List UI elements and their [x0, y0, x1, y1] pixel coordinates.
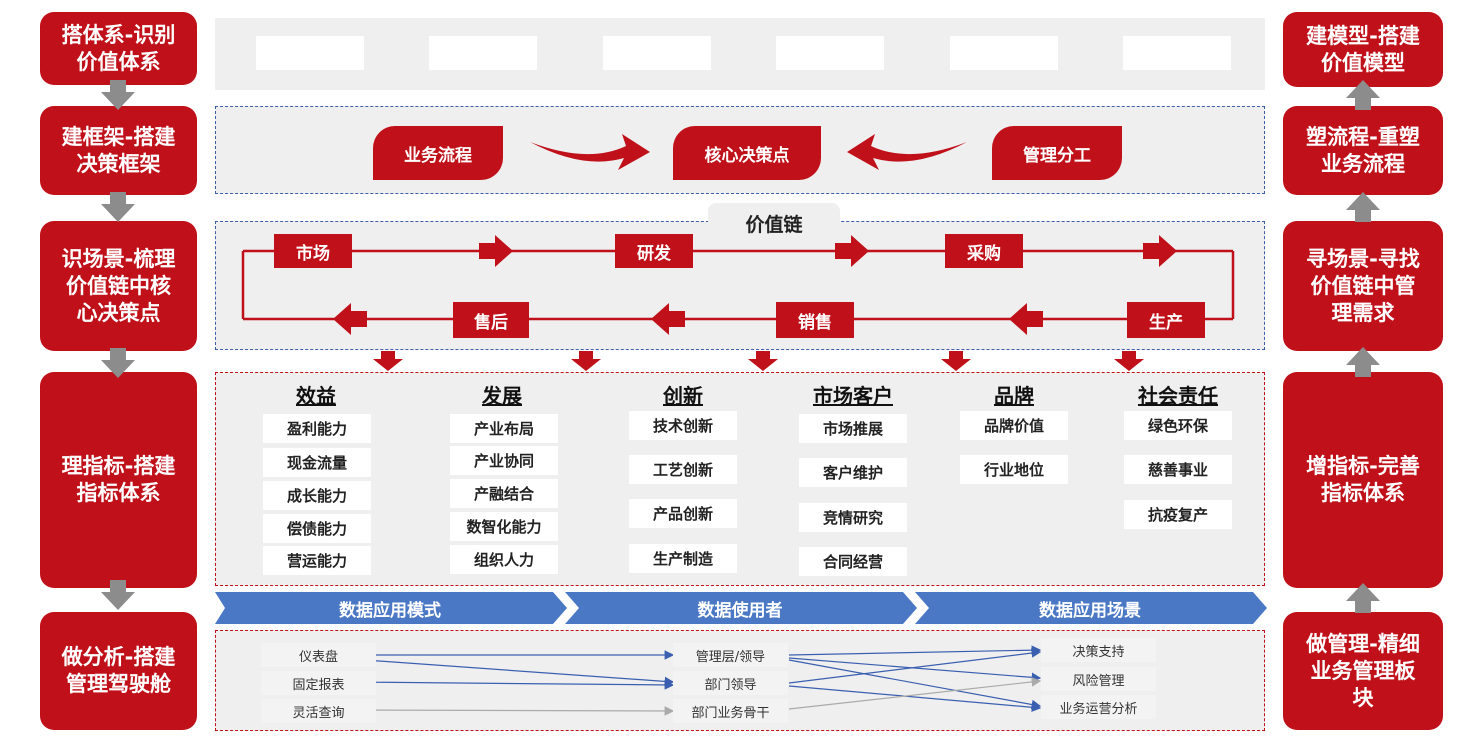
indicator-category-title: 社会责任: [1138, 384, 1218, 408]
down-arrow-icon: [101, 80, 135, 110]
down-arrow-icon: [101, 580, 135, 610]
indicator-category-title: 品牌: [994, 384, 1034, 408]
indicator-item: 技术创新: [629, 411, 737, 440]
indicator-item: 抗疫复产: [1124, 500, 1232, 529]
core-decision-node: 核心决策点: [673, 126, 821, 180]
indicator-item: 现金流量: [263, 448, 371, 477]
indicator-item: 绿色环保: [1124, 411, 1232, 440]
indicator-item: 行业地位: [960, 455, 1068, 484]
blank-box: [429, 36, 537, 70]
down-arrow-icon: [1114, 351, 1144, 371]
indicator-item: 成长能力: [263, 481, 371, 510]
up-arrow-icon: [1346, 192, 1380, 222]
value-chain-loop: [241, 235, 1235, 335]
right-step-2: 塑流程-重塑 业务流程: [1283, 106, 1443, 195]
down-arrow-icon: [101, 192, 135, 222]
business-process-node: 业务流程: [373, 126, 503, 180]
left-step-3: 识场景-梳理 价值链中核 心决策点: [40, 221, 197, 351]
flow-user-box: 部门领导: [673, 671, 788, 695]
right-step-1: 建模型-搭建 价值模型: [1283, 12, 1443, 87]
indicator-item: 生产制造: [629, 544, 737, 573]
indicator-item: 数智化能力: [450, 512, 558, 541]
left-step-5: 做分析-搭建 管理驾驶舱: [40, 612, 197, 730]
indicator-item: 合同经营: [799, 547, 907, 576]
chain-node-purchase: 采购: [945, 234, 1023, 268]
blank-box: [1123, 36, 1231, 70]
indicator-category-title: 创新: [663, 384, 703, 408]
top-placeholder-bar: [215, 18, 1265, 90]
flow-user-box: 管理层/领导: [673, 643, 788, 667]
right-step-4: 增指标-完善 指标体系: [1283, 372, 1443, 588]
indicator-item: 工艺创新: [629, 455, 737, 484]
right-step-5: 做管理-精细 业务管理板 块: [1283, 612, 1443, 730]
flow-scenario-box: 业务运营分析: [1041, 695, 1156, 719]
indicator-item: 慈善事业: [1124, 455, 1232, 484]
chain-node-market: 市场: [274, 234, 352, 268]
blank-box: [603, 36, 711, 70]
up-arrow-icon: [1346, 347, 1380, 377]
indicator-item: 产品创新: [629, 499, 737, 528]
indicator-item: 盈利能力: [263, 414, 371, 443]
flow-scenario-box: 风险管理: [1041, 667, 1156, 691]
banner-label-user: 数据使用者: [697, 600, 783, 621]
chain-node-sales: 销售: [776, 302, 854, 338]
indicator-item: 组织人力: [450, 545, 558, 574]
indicator-item: 客户维护: [799, 458, 907, 487]
data-flow-lines: [350, 645, 1042, 716]
chain-node-production: 生产: [1127, 302, 1205, 338]
value-chain-title: 价值链: [708, 203, 840, 243]
indicator-item: 营运能力: [263, 546, 371, 575]
curved-left-arrow-icon: [847, 134, 967, 170]
down-arrow-icon: [748, 351, 778, 371]
chain-node-aftersales: 售后: [453, 302, 529, 338]
left-step-2: 建框架-搭建 决策框架: [40, 106, 197, 195]
blank-box: [776, 36, 884, 70]
right-step-3: 寻场景-寻找 价值链中管 理需求: [1283, 221, 1443, 351]
indicator-item: 市场推展: [799, 414, 907, 443]
indicator-item: 产业协同: [450, 446, 558, 475]
down-arrow-icon: [101, 348, 135, 378]
flow-user-box: 部门业务骨干: [673, 699, 788, 723]
left-step-4: 理指标-搭建 指标体系: [40, 372, 197, 588]
indicator-item: 产业布局: [450, 414, 558, 443]
curved-right-arrow-icon: [530, 134, 650, 170]
blank-box: [256, 36, 364, 70]
down-arrow-icon: [373, 351, 403, 371]
flow-scenario-box: 决策支持: [1041, 638, 1156, 662]
flow-mode-box: 灵活查询: [261, 699, 376, 723]
indicator-category-title: 市场客户: [813, 384, 893, 408]
indicator-item: 产融结合: [450, 479, 558, 508]
down-arrow-icon: [941, 351, 971, 371]
data-application-banner: [215, 592, 1267, 624]
flow-mode-box: 固定报表: [261, 671, 376, 695]
indicator-item: 竞情研究: [799, 503, 907, 532]
banner-label-scenario: 数据应用场景: [1039, 600, 1141, 621]
indicator-panel: [215, 372, 1265, 586]
chain-node-rnd: 研发: [615, 234, 693, 268]
indicator-category-title: 发展: [482, 384, 522, 408]
indicator-category-title: 效益: [296, 384, 336, 408]
indicator-item: 偿债能力: [263, 514, 371, 543]
blank-box: [950, 36, 1058, 70]
down-arrow-icon: [571, 351, 601, 371]
left-step-1: 搭体系-识别 价值体系: [40, 12, 197, 85]
management-division-node: 管理分工: [992, 126, 1122, 180]
flow-mode-box: 仪表盘: [261, 643, 376, 667]
indicator-item: 品牌价值: [960, 411, 1068, 440]
up-arrow-icon: [1346, 80, 1380, 110]
banner-label-mode: 数据应用模式: [339, 600, 441, 621]
up-arrow-icon: [1346, 583, 1380, 613]
